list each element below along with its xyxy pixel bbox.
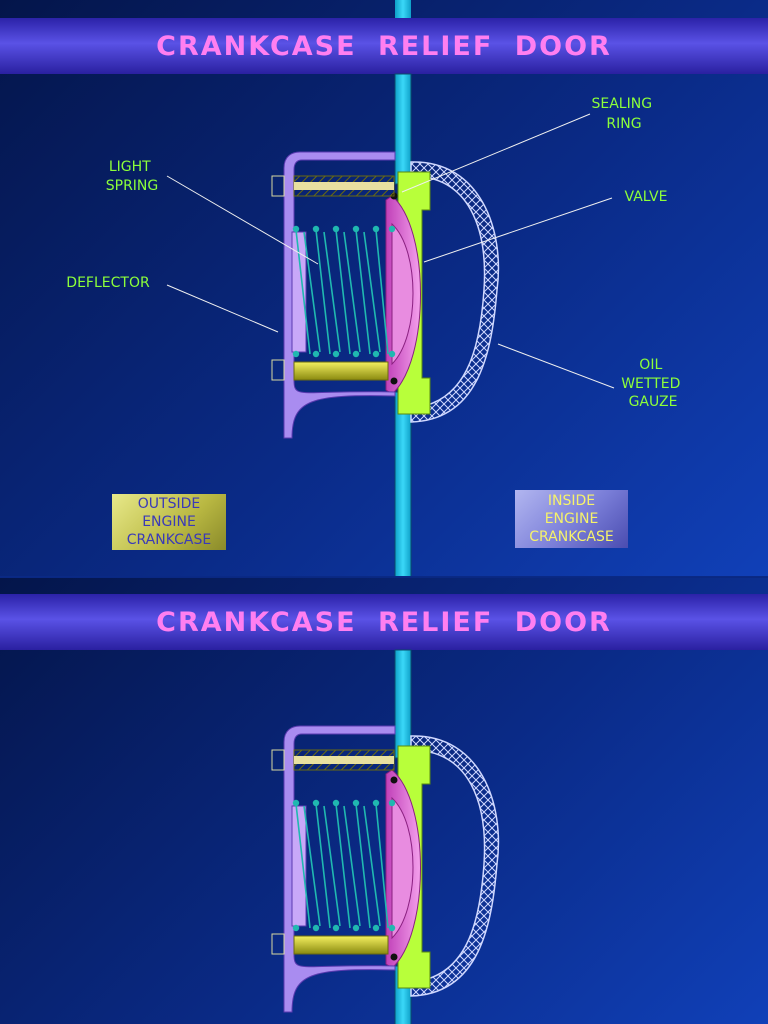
label-sealing-ring: SEALING RING xyxy=(591,96,656,132)
crankcase-wall-upper-2 xyxy=(394,649,412,759)
crankcase-wall-upper xyxy=(394,73,412,185)
slide-1: CRANKCASE RELIEF DOOR xyxy=(0,0,768,578)
slide-title-2: CRANKCASE RELIEF DOOR xyxy=(156,606,612,638)
light-spring xyxy=(295,229,389,355)
bolt-head-top-2 xyxy=(271,749,285,771)
leader-lines xyxy=(166,113,615,389)
sealing-ring-2 xyxy=(390,776,398,784)
slide-title: CRANKCASE RELIEF DOOR xyxy=(156,30,612,62)
oil-wetted-gauze xyxy=(410,161,500,423)
relief-door-diagram: LIGHT SPRING DEFLECTOR SEALING RING VALV… xyxy=(66,0,685,578)
label-light-spring: LIGHT SPRING xyxy=(106,159,159,194)
outside-engine-crankcase-box: OUTSIDE ENGINE CRANKCASE xyxy=(112,494,226,550)
bolt-head-top xyxy=(271,175,285,197)
bolt-head-bottom xyxy=(271,359,285,381)
bolt-bottom-2 xyxy=(293,935,389,955)
bolt-bottom xyxy=(293,361,389,381)
label-deflector: DEFLECTOR xyxy=(66,275,150,291)
inside-engine-crankcase-box: INSIDE ENGINE CRANKCASE xyxy=(515,490,628,548)
oil-wetted-gauze-2 xyxy=(410,735,500,997)
title-bar-2: CRANKCASE RELIEF DOOR xyxy=(0,594,768,650)
light-spring-2 xyxy=(295,803,389,929)
cover xyxy=(283,151,396,439)
deflector-2 xyxy=(291,805,307,927)
slide-2: CRANKCASE RELIEF DOOR xyxy=(0,578,768,1024)
deflector xyxy=(291,231,307,353)
title-bar: CRANKCASE RELIEF DOOR xyxy=(0,18,768,74)
crankcase-wall-lower xyxy=(394,391,412,578)
relief-door-diagram-2 xyxy=(271,649,500,1024)
bolt-head-bottom-2 xyxy=(271,933,285,955)
label-oil-wetted-gauze: OIL WETTED GAUZE xyxy=(621,357,685,410)
cover-2 xyxy=(283,725,396,1013)
label-valve: VALVE xyxy=(625,189,668,205)
crankcase-wall-top xyxy=(395,0,411,18)
